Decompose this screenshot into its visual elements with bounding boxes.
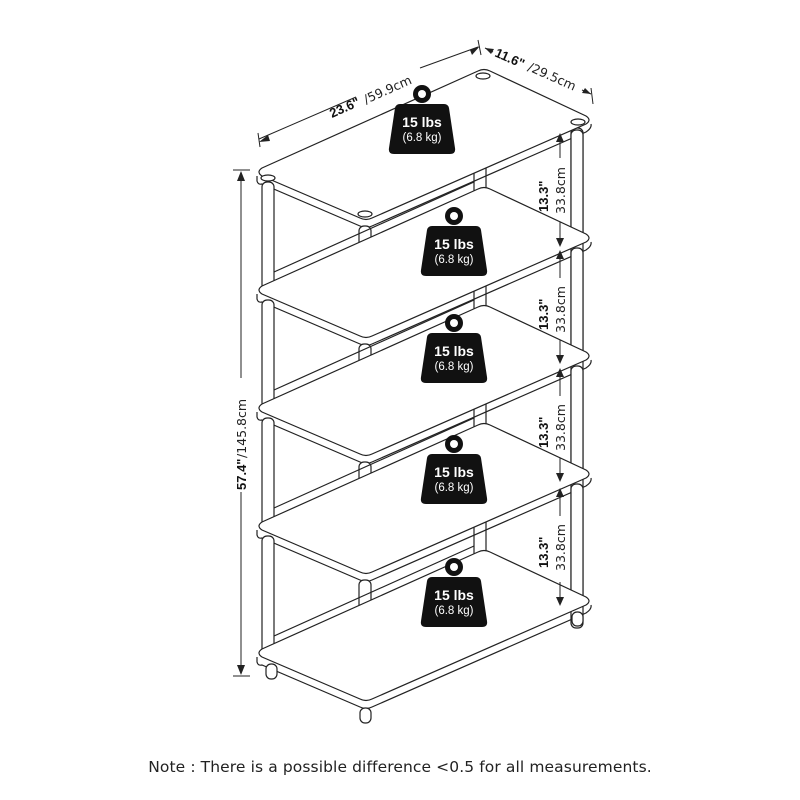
height-metric-label: /145.8cm bbox=[234, 399, 249, 458]
spacing-1: 13.3" 33.8cm bbox=[536, 133, 568, 247]
depth-metric-label: /29.5cm bbox=[526, 59, 579, 93]
svg-text:13.3": 13.3" bbox=[536, 299, 551, 330]
svg-text:33.8cm: 33.8cm bbox=[553, 524, 568, 571]
svg-text:33.8cm: 33.8cm bbox=[553, 286, 568, 333]
svg-text:(6.8 kg): (6.8 kg) bbox=[435, 605, 474, 617]
measurement-note: Note : There is a possible difference <0… bbox=[148, 758, 652, 776]
svg-text:(6.8 kg): (6.8 kg) bbox=[435, 482, 474, 494]
weight-icon-shelf-4: 15 lbs (6.8 kg) bbox=[420, 435, 488, 504]
svg-text:33.8cm: 33.8cm bbox=[553, 167, 568, 214]
spacing-4: 13.3" 33.8cm bbox=[536, 488, 568, 606]
svg-text:15 lbs: 15 lbs bbox=[434, 236, 474, 252]
spacing-3: 13.3" 33.8cm bbox=[536, 368, 568, 482]
weight-icon-shelf-2: 15 lbs (6.8 kg) bbox=[420, 207, 488, 276]
depth-imperial-label: 11.6" bbox=[493, 45, 527, 71]
weight-icon-shelf-5: 15 lbs (6.8 kg) bbox=[420, 558, 488, 627]
shelf-5 bbox=[256, 545, 592, 710]
svg-text:(6.8 kg): (6.8 kg) bbox=[435, 361, 474, 373]
spacing-2: 13.3" 33.8cm bbox=[536, 250, 568, 364]
svg-text:13.3": 13.3" bbox=[536, 537, 551, 568]
feet bbox=[265, 611, 584, 724]
svg-text:33.8cm: 33.8cm bbox=[553, 404, 568, 451]
height-dimension: 57.4" /145.8cm bbox=[233, 169, 250, 677]
weight-icon-shelf-3: 15 lbs (6.8 kg) bbox=[420, 314, 488, 383]
svg-text:15 lbs: 15 lbs bbox=[434, 464, 474, 480]
svg-text:15 lbs: 15 lbs bbox=[434, 587, 474, 603]
svg-text:15 lbs: 15 lbs bbox=[402, 114, 442, 130]
svg-text:13.3": 13.3" bbox=[536, 417, 551, 448]
shelf-spacing-dimensions: 13.3" 33.8cm 13.3" 33.8cm 13.3" 33.8cm bbox=[536, 133, 568, 606]
svg-text:13.3": 13.3" bbox=[536, 181, 551, 212]
weight-icon-shelf-1: 15 lbs (6.8 kg) bbox=[388, 85, 456, 154]
width-metric-label: /59.9cm bbox=[361, 72, 414, 106]
weight-capacity-icons: 15 lbs (6.8 kg) 15 lbs (6.8 kg) 15 lbs (… bbox=[388, 85, 488, 627]
width-imperial-label: 23.6" bbox=[327, 94, 362, 121]
height-imperial-label: 57.4" bbox=[234, 459, 249, 490]
svg-text:15 lbs: 15 lbs bbox=[434, 343, 474, 359]
svg-text:(6.8 kg): (6.8 kg) bbox=[435, 254, 474, 266]
svg-text:(6.8 kg): (6.8 kg) bbox=[403, 132, 442, 144]
